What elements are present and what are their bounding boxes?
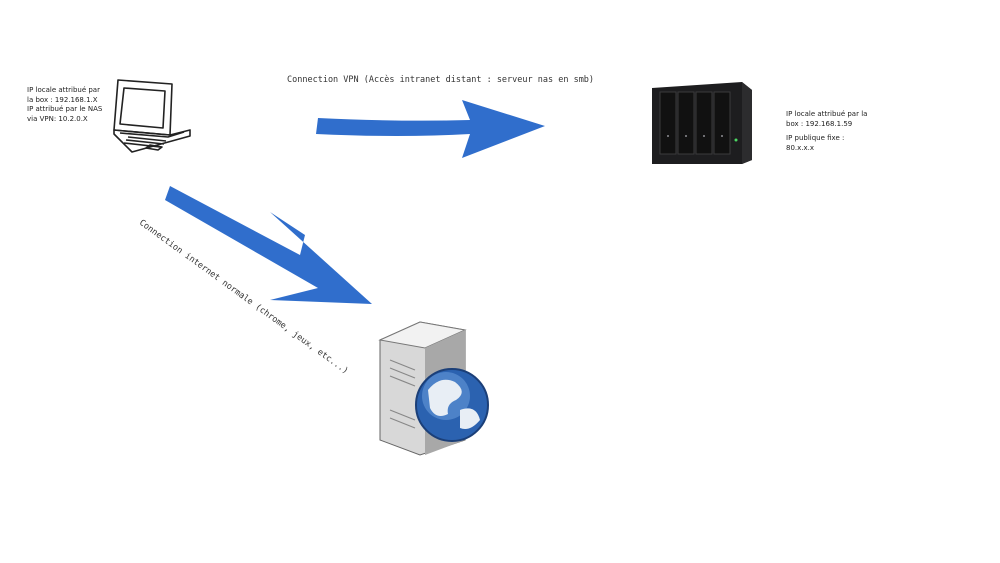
laptop-ip-note: IP locale attribué par la box : 192.168.… xyxy=(27,86,102,124)
nas-note-line: IP publique fixe : xyxy=(786,134,845,142)
nas-ip-note: IP locale attribué par la box : 192.168.… xyxy=(786,110,867,153)
nas-note-line: box : 192.168.1.59 xyxy=(786,119,853,128)
nas-device-icon xyxy=(652,82,752,164)
web-server-icon xyxy=(378,321,489,456)
laptop-note-line: IP locale attribué par xyxy=(27,86,100,94)
nas-note-line: IP locale attribué par la xyxy=(786,110,868,118)
laptop-note-line: via VPN: 10.2.0.X xyxy=(27,114,88,123)
laptop-icon xyxy=(113,79,191,153)
laptop-note-line: IP attribué par le NAS xyxy=(27,105,103,113)
nas-note-line: 80.x.x.x xyxy=(786,143,815,152)
laptop-note-line: la box : 192.168.1.X xyxy=(27,95,98,104)
internet-arrow xyxy=(165,186,372,304)
vpn-connection-label: Connection VPN (Accès intranet distant :… xyxy=(287,75,595,85)
vpn-arrow xyxy=(316,100,545,158)
